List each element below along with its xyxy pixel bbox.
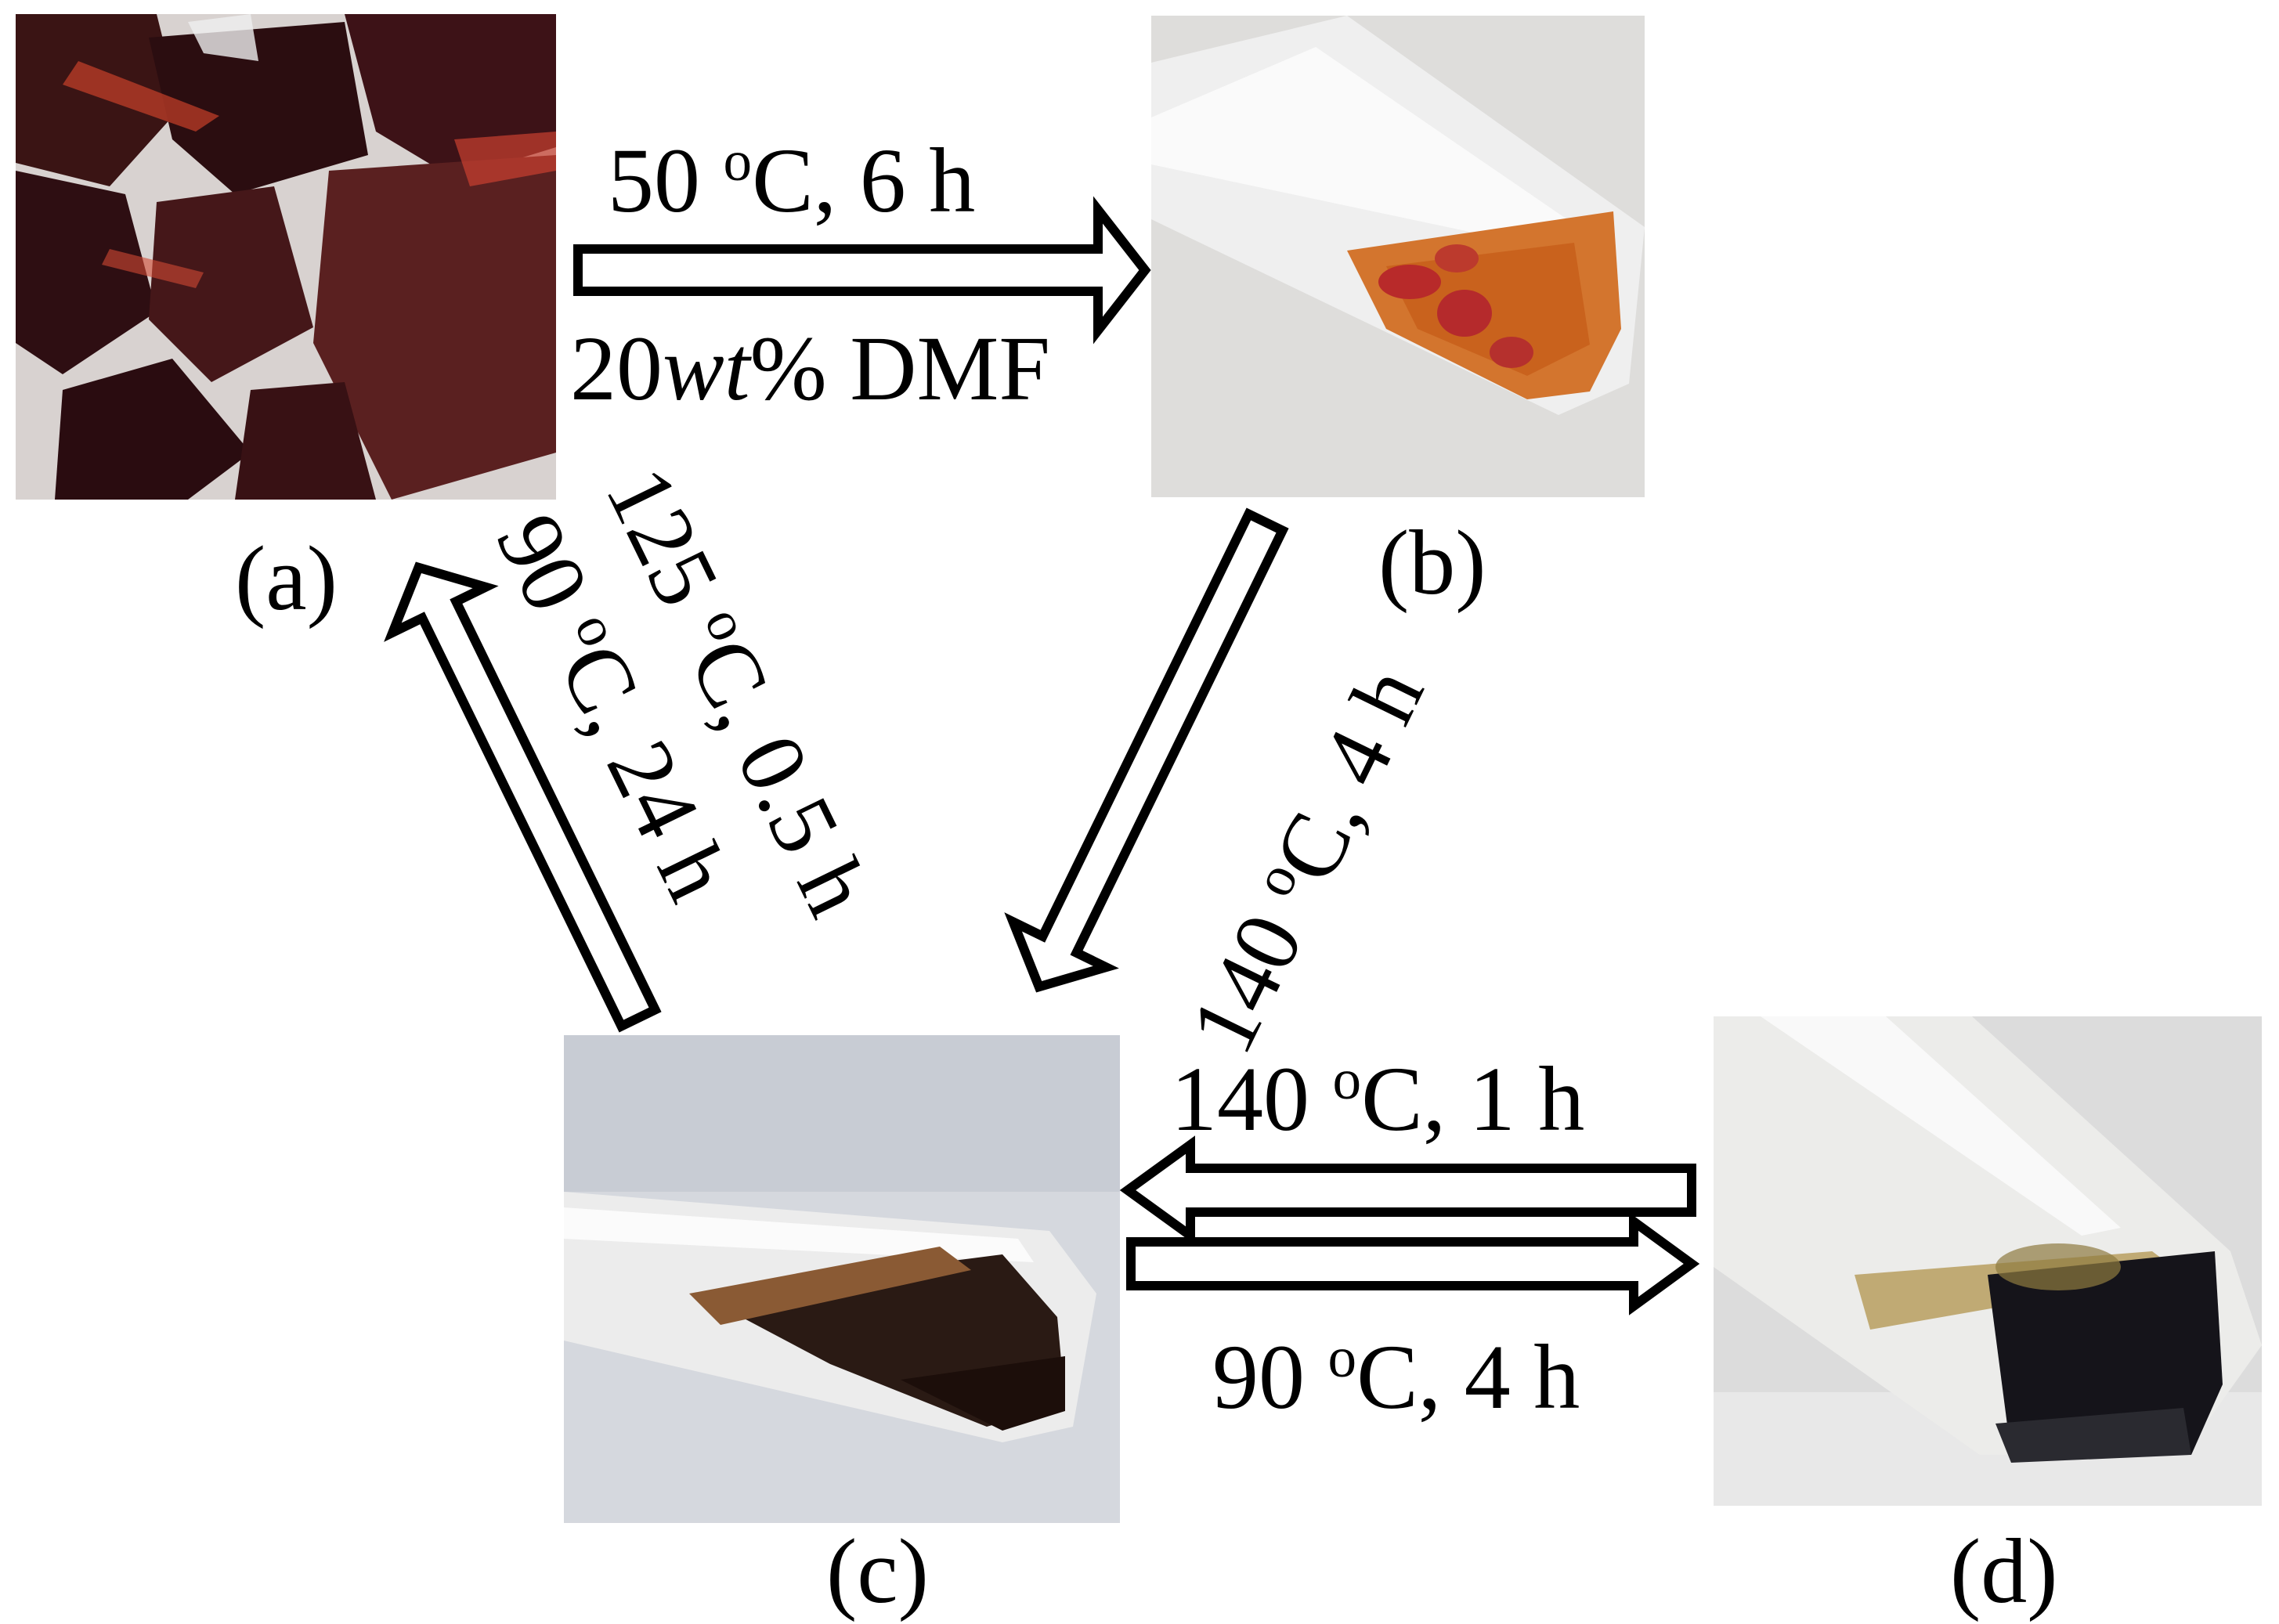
arrow-c-to-a <box>384 561 662 1033</box>
condition-a-to-b-temp-time: 50 oC, 6 h <box>608 128 976 232</box>
arrow-a-to-b <box>573 196 1151 345</box>
photo-c-dark-solution-tube <box>564 1035 1120 1523</box>
arrow-b-to-c <box>1004 507 1289 993</box>
condition-d-to-c: 140 oC, 1 h <box>1171 1047 1585 1150</box>
condition-a-to-b-solvent: 20wt% DMF <box>570 317 1051 420</box>
arrow-d-to-c <box>1119 1135 1696 1245</box>
photo-a-polymer-pieces <box>16 14 556 500</box>
condition-c-to-d: 90 oC, 4 h <box>1212 1325 1580 1428</box>
arrow-c-to-d <box>1126 1212 1700 1315</box>
panel-label-d: (d) <box>1950 1520 2058 1622</box>
panel-label-b: (b) <box>1378 511 1486 614</box>
photo-b-dissolving-tube <box>1151 16 1645 497</box>
photo-d-gel-tube <box>1714 1016 2262 1506</box>
panel-label-a: (a) <box>235 527 338 630</box>
panel-label-c: (c) <box>826 1520 929 1622</box>
